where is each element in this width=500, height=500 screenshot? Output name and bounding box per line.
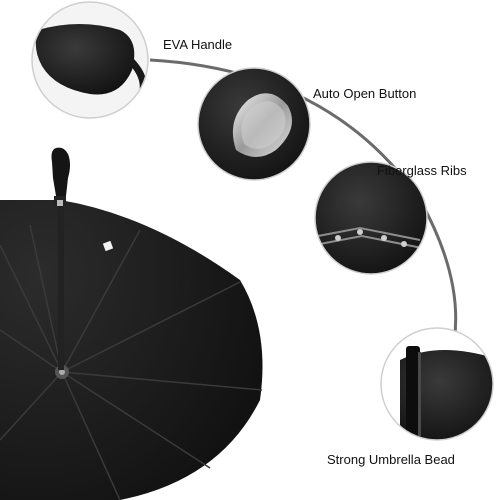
callout-label-umbrella-bead: Strong Umbrella Bead [327, 452, 455, 467]
callout-label-auto-open-button: Auto Open Button [313, 86, 417, 101]
umbrella-handle [51, 147, 70, 206]
umbrella-canopy [0, 200, 263, 500]
zoom-circle-button [197, 67, 311, 181]
callout-label-eva-handle: EVA Handle [163, 37, 233, 52]
umbrella-body [0, 147, 263, 500]
umbrella-ribs [0, 224, 263, 500]
callout-label-fiberglass-ribs: Fiberglass Ribs [377, 163, 467, 178]
zoom-circle-handle [31, 1, 149, 119]
zoom-circle-bead [380, 327, 494, 441]
zoom-circle-ribs [314, 161, 428, 275]
